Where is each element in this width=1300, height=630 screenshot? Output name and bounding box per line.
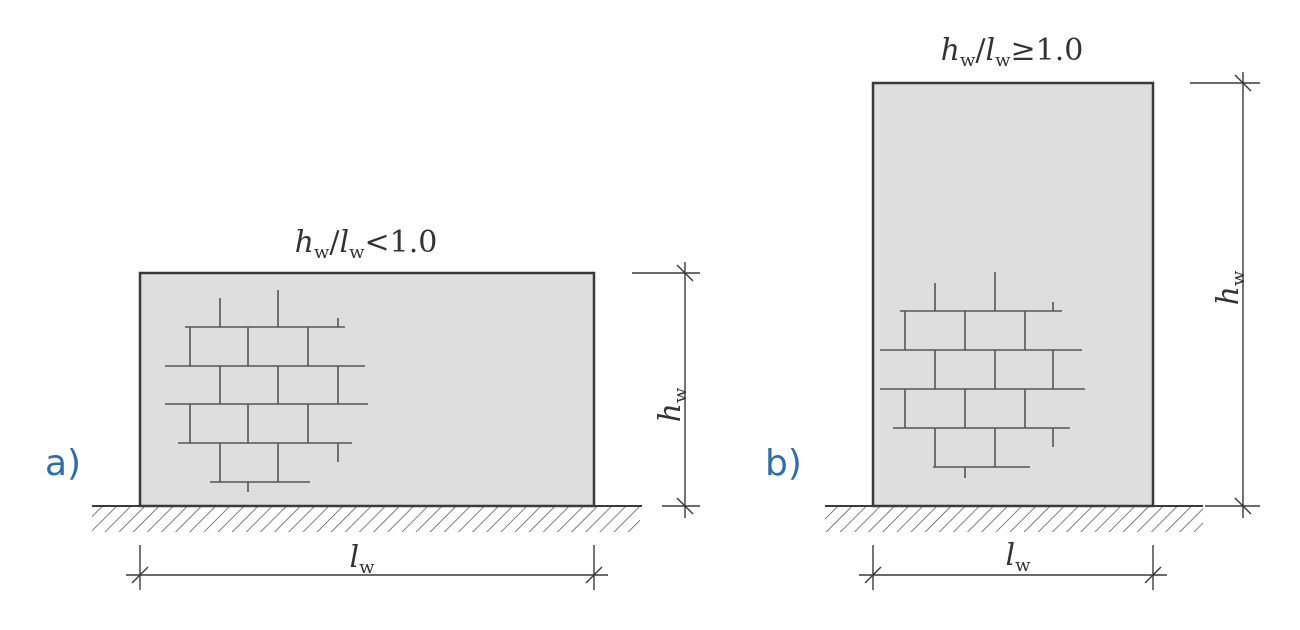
panel-b: hw lw hw/lw≥1.0 b): [765, 33, 1260, 590]
height-dimension-b: [1190, 72, 1260, 518]
length-dimension-b: [859, 545, 1167, 590]
ratio-label-b: hw/lw≥1.0: [941, 33, 1084, 71]
height-label-b: hw: [1211, 270, 1249, 305]
height-dimension-a: [632, 262, 700, 518]
ground-hatch-b: [825, 506, 1203, 532]
height-label-a: hw: [653, 387, 691, 422]
brick-pattern-b: [880, 272, 1085, 478]
brick-pattern-a: [165, 290, 368, 492]
length-label-b: lw: [1005, 538, 1031, 576]
panel-a: hw lw hw/lw<1.0 a): [45, 225, 700, 590]
panel-letter-a: a): [45, 443, 81, 484]
length-label-a: lw: [349, 540, 375, 578]
panel-letter-b: b): [765, 443, 802, 484]
ground-hatch-a: [92, 506, 640, 532]
ratio-label-a: hw/lw<1.0: [295, 225, 438, 263]
wall-a: [138, 271, 596, 508]
length-dimension-a: [126, 545, 608, 590]
wall-b: [871, 81, 1155, 508]
